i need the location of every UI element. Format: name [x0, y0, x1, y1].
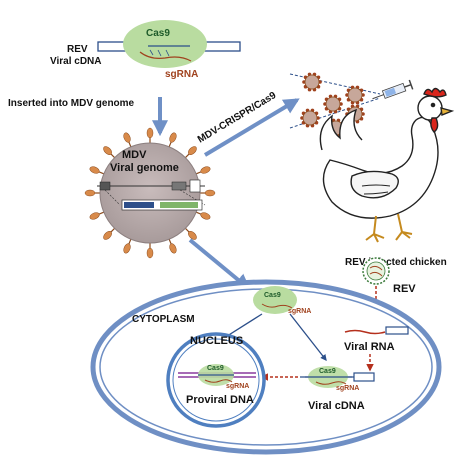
virus-particle-icon	[323, 94, 343, 114]
rev-virus-label: REV	[393, 283, 416, 295]
syringe-icon	[372, 79, 414, 100]
virus-cluster-icon	[289, 72, 381, 138]
proviral-dna-label: Proviral DNA	[186, 394, 254, 406]
chicken-icon	[319, 87, 455, 243]
cas9-label-top: Cas9	[146, 28, 170, 39]
cas9-label-cdna: Cas9	[319, 368, 336, 375]
mdv-spike-head	[123, 132, 131, 143]
sgrna-label-nuc: sgRNA	[226, 383, 249, 390]
rev-label: REV	[67, 44, 88, 55]
rev-infected-chicken-label: REV infected chicken	[345, 257, 447, 268]
mdv-spike-head	[89, 212, 100, 220]
nucleus-inner	[172, 338, 260, 422]
sgrna-label-cdna: sgRNA	[336, 385, 359, 392]
virus-particle-icon	[302, 72, 322, 92]
mdv-virion-icon: MDV Viral genome	[84, 127, 216, 259]
mdv-spike-head	[188, 146, 197, 155]
mdv-spike-head	[169, 243, 177, 254]
mdv-spike-head	[84, 189, 96, 197]
cas9-label-nuc: Cas9	[207, 365, 224, 372]
mdv-label: MDV	[122, 149, 147, 161]
mdv-spike-head	[146, 127, 154, 139]
nucleus-label: NUCLEUS	[190, 335, 243, 347]
mdv-spike-head	[89, 166, 100, 174]
mdv-spike-head	[200, 166, 211, 174]
inserted-label: Inserted into MDV genome	[8, 98, 135, 109]
virus-particle-icon	[300, 108, 320, 128]
mdv-spike-head	[188, 231, 197, 240]
cas9-cytoplasm: Cas9 sgRNA	[253, 286, 311, 315]
delivery-arrow	[188, 238, 251, 291]
cas9-protein-top	[123, 20, 207, 68]
viral-rna-box	[385, 326, 409, 335]
top-construct: REV Viral cDNA Cas9 sgRNA	[50, 20, 241, 80]
sgrna-label-top: sgRNA	[165, 69, 198, 80]
cas9-label-mid: Cas9	[264, 292, 281, 299]
viral-genome-label: Viral genome	[110, 162, 179, 174]
cas9-to-cdna-arrow	[289, 313, 327, 362]
crispr-arrow	[203, 98, 300, 157]
mdv-spike-head	[146, 247, 154, 259]
mdv-spike-head	[123, 243, 131, 254]
virus-particle-icon	[345, 85, 365, 105]
viral-cdna-complex: Cas9 sgRNA	[300, 366, 375, 392]
mdv-spike-head	[204, 189, 216, 197]
viral-cdna-cell-label: Viral cDNA	[308, 400, 365, 412]
sgrna-label-mid: sgRNA	[288, 308, 311, 315]
proviral-dna-complex: Cas9 sgRNA	[178, 364, 256, 390]
mdv-spike-head	[169, 132, 177, 143]
viral-cdna-label: Viral cDNA	[50, 56, 102, 67]
mdv-spike-head	[103, 146, 112, 155]
viral-rna-label: Viral RNA	[344, 341, 395, 353]
mdv-spike-head	[200, 212, 211, 220]
viral-rna-strand	[344, 329, 386, 335]
rev-virion-icon	[362, 257, 390, 285]
mdv-spike-head	[103, 231, 112, 240]
cytoplasm-label: CYTOPLASM	[132, 314, 195, 325]
